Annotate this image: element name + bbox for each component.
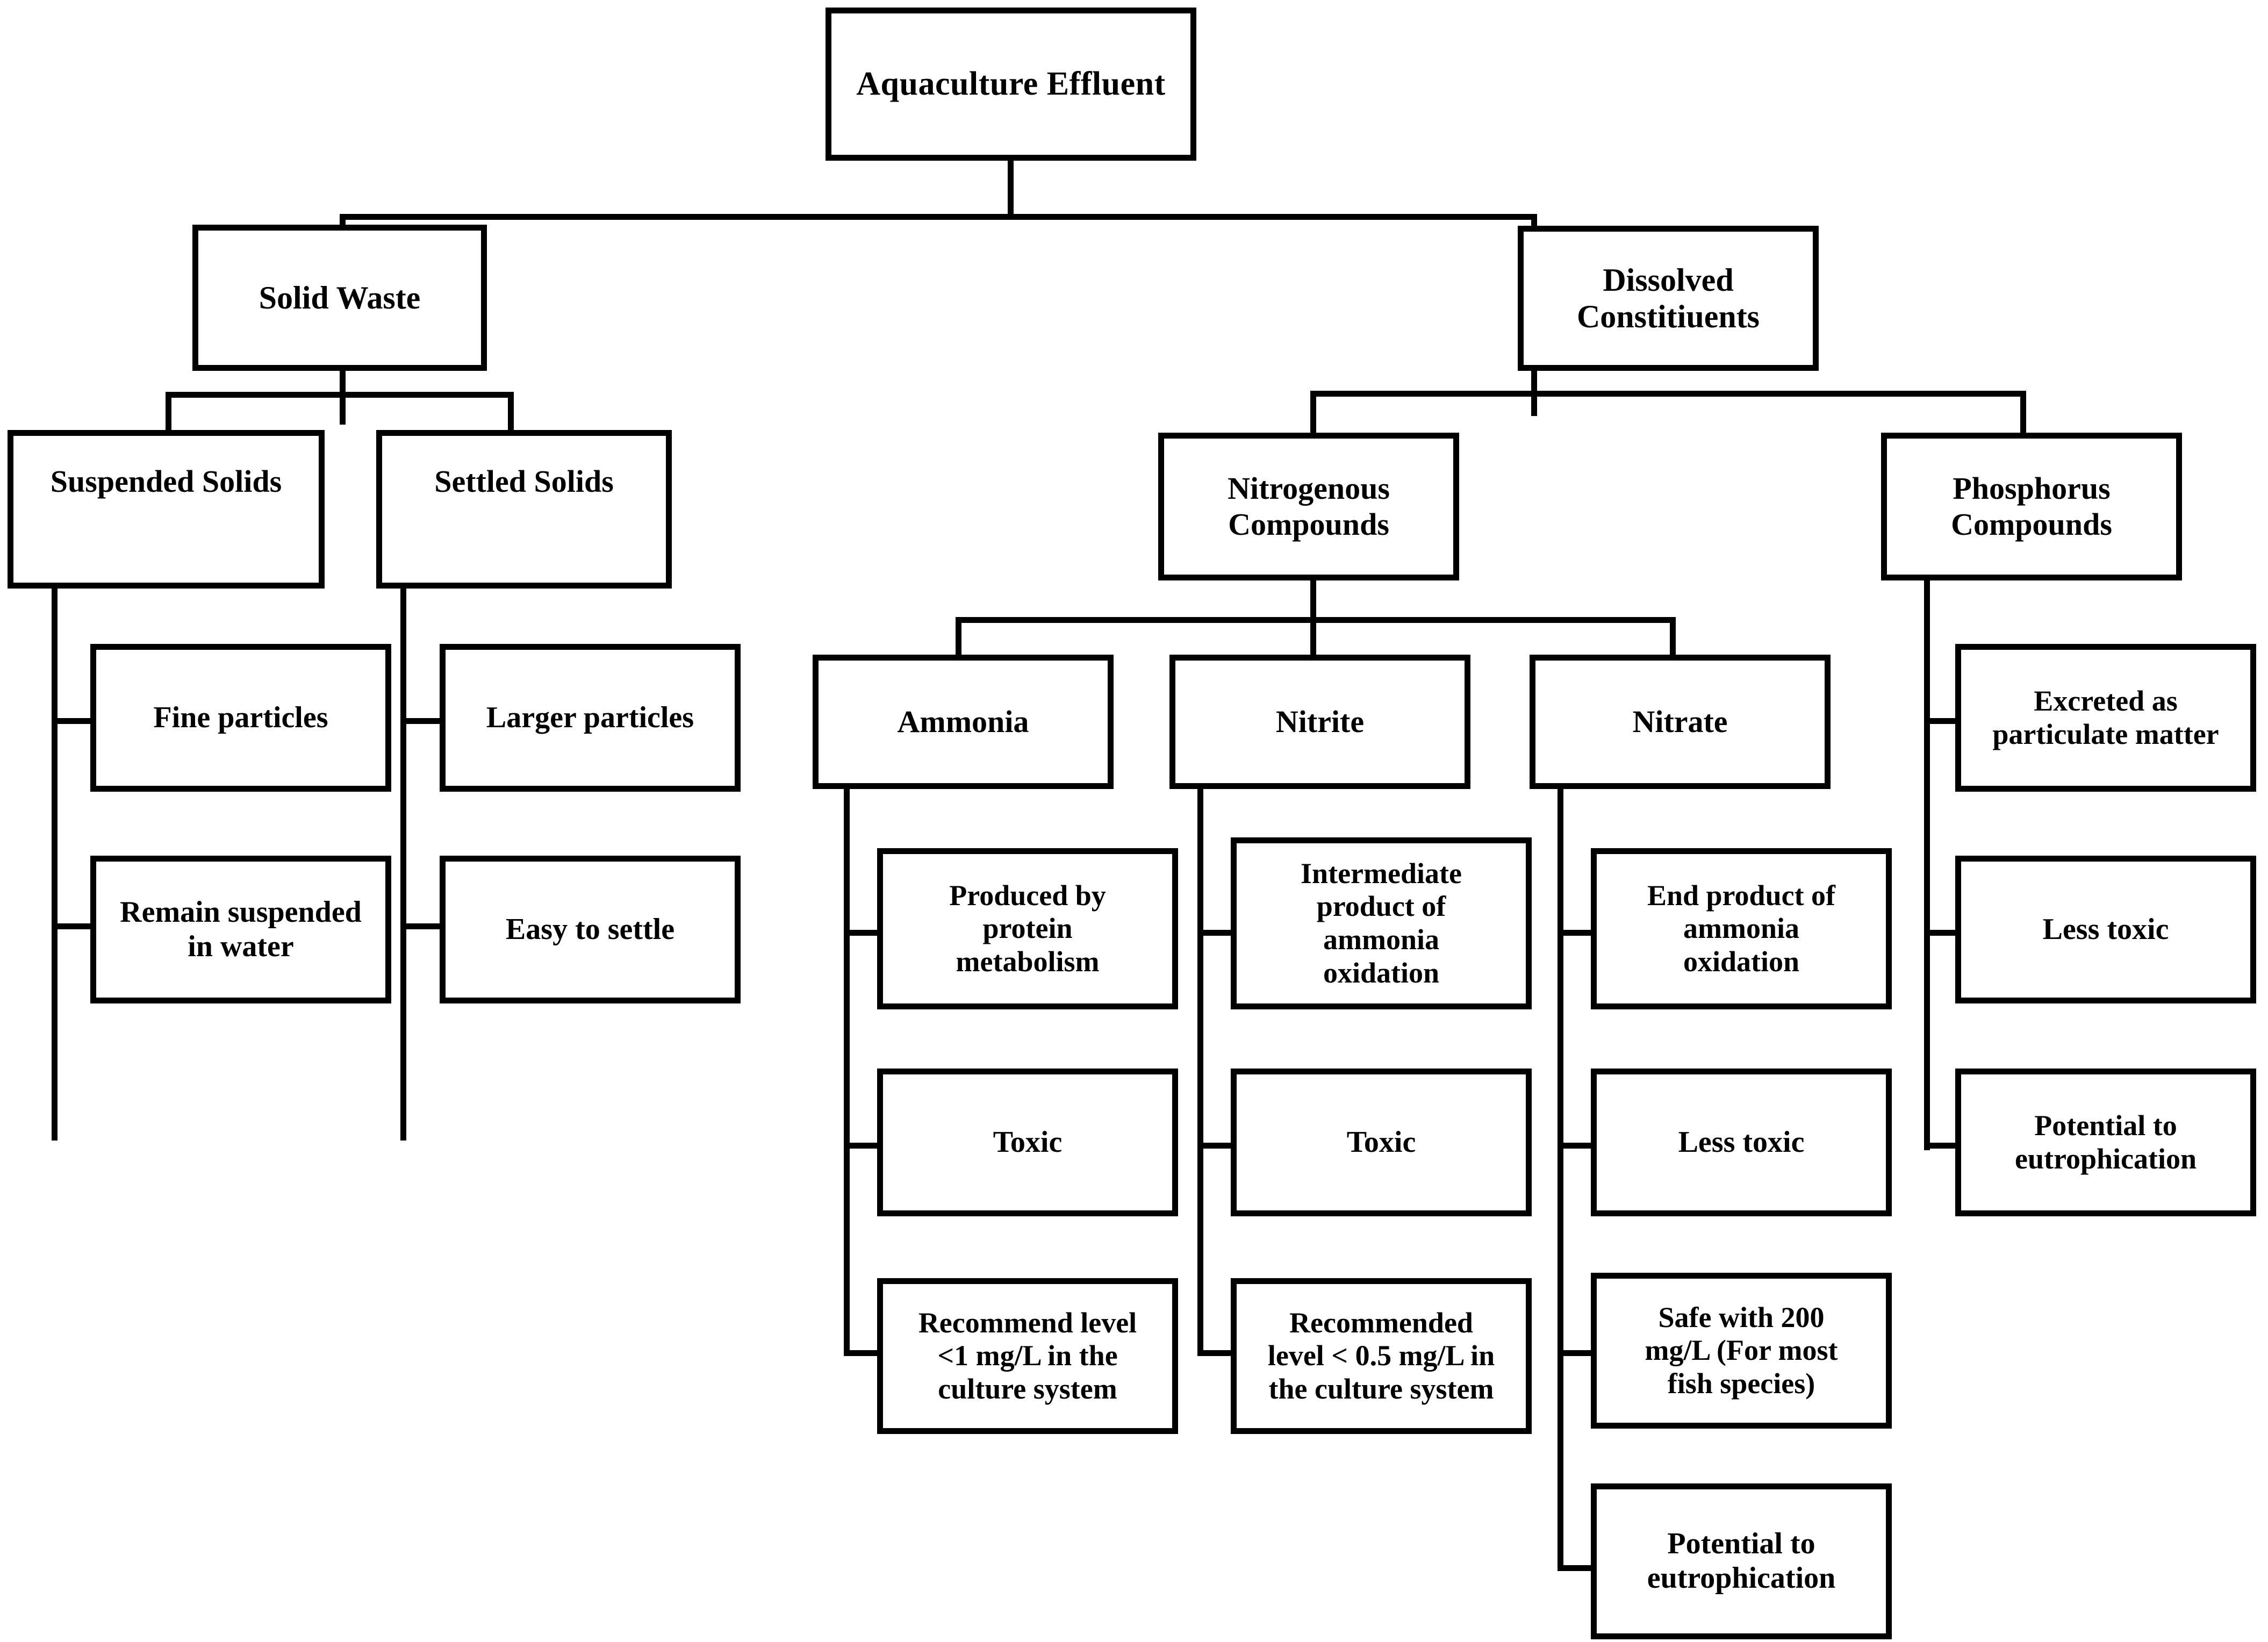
node-fine-particles[interactable]: Fine particles xyxy=(90,644,391,792)
node-larger-particles[interactable]: Larger particles xyxy=(440,644,741,792)
node-label: Potential to eutrophication xyxy=(1647,1527,1836,1595)
connector-solid-waste-to-settled xyxy=(508,392,514,432)
connector-nitrate-to-safe xyxy=(1558,1350,1595,1356)
connector-nitrite-to-recommended xyxy=(1197,1350,1235,1356)
node-label: Remain suspended in water xyxy=(120,895,362,963)
node-label: Toxic xyxy=(1346,1125,1416,1159)
connector-ammonia-to-recommend xyxy=(844,1350,881,1356)
connector-settled-spine xyxy=(400,587,406,1141)
connector-nitrogenous-to-nitrate xyxy=(1670,617,1676,655)
connector-root-stem xyxy=(1008,160,1014,218)
connector-suspended-to-remain xyxy=(52,923,95,929)
connector-dissolved-bus xyxy=(1310,391,2026,397)
connector-solid-waste-stem xyxy=(340,371,346,425)
node-label: Dissolved Constitiuents xyxy=(1576,262,1760,334)
connector-phosphorus-to-excreted xyxy=(1924,718,1962,724)
connector-settled-to-larger xyxy=(400,718,443,724)
connector-dissolved-to-nitrogenous xyxy=(1310,391,1316,434)
node-ammonia-recommend-level[interactable]: Recommend level <1 mg/L in the culture s… xyxy=(877,1278,1178,1434)
node-nitrate-less-toxic[interactable]: Less toxic xyxy=(1591,1069,1892,1216)
node-label: Excreted as particulate matter xyxy=(1992,684,2219,750)
node-end-product-of-ammonia-oxidation[interactable]: End product of ammonia oxidation xyxy=(1591,848,1892,1009)
connector-nitrogenous-stem xyxy=(1310,580,1316,634)
node-label: Fine particles xyxy=(153,700,328,734)
connector-nitrogenous-to-ammonia xyxy=(956,617,961,655)
connector-nitrite-spine xyxy=(1197,786,1203,1356)
node-aquaculture-effluent[interactable]: Aquaculture Effluent xyxy=(826,8,1196,161)
node-suspended-solids[interactable]: Suspended Solids xyxy=(8,430,325,589)
node-nitrate-potential-to-eutrophication[interactable]: Potential to eutrophication xyxy=(1591,1483,1892,1639)
node-label: Suspended Solids xyxy=(50,464,282,499)
connector-suspended-to-fine xyxy=(52,718,95,724)
connector-nitrate-spine xyxy=(1558,786,1563,1571)
node-dissolved-constituents[interactable]: Dissolved Constitiuents xyxy=(1518,226,1819,371)
connector-solid-waste-bus xyxy=(166,392,514,398)
node-label: Potential to eutrophication xyxy=(2014,1109,2197,1175)
node-remain-suspended-in-water[interactable]: Remain suspended in water xyxy=(90,856,391,1003)
connector-nitrate-to-potential xyxy=(1558,1565,1595,1571)
connector-ammonia-spine xyxy=(844,786,850,1356)
connector-root-bus xyxy=(340,214,1537,220)
node-label: Easy to settle xyxy=(505,912,675,946)
node-label: Ammonia xyxy=(897,704,1029,739)
node-label: Less toxic xyxy=(1678,1125,1805,1159)
node-nitrate[interactable]: Nitrate xyxy=(1530,655,1831,789)
connector-dissolved-to-phosphorus xyxy=(2020,391,2026,434)
node-label: Nitrogenous Compounds xyxy=(1228,471,1390,542)
node-label: Less toxic xyxy=(2042,912,2169,946)
node-label: Toxic xyxy=(993,1125,1063,1159)
node-label: Recommend level <1 mg/L in the culture s… xyxy=(918,1306,1137,1405)
node-nitrogenous-compounds[interactable]: Nitrogenous Compounds xyxy=(1158,433,1459,580)
node-nitrite-toxic[interactable]: Toxic xyxy=(1231,1069,1532,1216)
connector-nitrate-to-lesstoxic xyxy=(1558,1143,1595,1149)
node-label: Aquaculture Effluent xyxy=(856,66,1166,103)
node-label: Nitrite xyxy=(1275,704,1365,739)
connector-nitrite-to-intermediate xyxy=(1197,930,1235,936)
node-label: Solid Waste xyxy=(259,279,421,316)
node-nitrate-safe-with-200mgl[interactable]: Safe with 200 mg/L (For most fish specie… xyxy=(1591,1273,1892,1429)
node-settled-solids[interactable]: Settled Solids xyxy=(376,430,672,589)
connector-phosphorus-to-potential xyxy=(1924,1143,1962,1149)
node-label: Settled Solids xyxy=(434,464,614,499)
connector-nitrite-to-toxic xyxy=(1197,1143,1235,1149)
node-label: Larger particles xyxy=(486,700,694,734)
connector-phosphorus-spine xyxy=(1924,580,1930,1150)
connector-solid-waste-to-suspended xyxy=(166,392,171,432)
node-easy-to-settle[interactable]: Easy to settle xyxy=(440,856,741,1003)
node-produced-by-protein-metabolism[interactable]: Produced by protein metabolism xyxy=(877,848,1178,1009)
connector-ammonia-to-toxic xyxy=(844,1143,881,1149)
node-ammonia[interactable]: Ammonia xyxy=(813,655,1114,789)
node-label: End product of ammonia oxidation xyxy=(1647,879,1836,978)
node-phosphorus-potential-to-eutrophication[interactable]: Potential to eutrophication xyxy=(1955,1069,2256,1216)
node-label: Phosphorus Compounds xyxy=(1951,471,2112,542)
node-label: Nitrate xyxy=(1632,704,1728,739)
node-phosphorus-compounds[interactable]: Phosphorus Compounds xyxy=(1881,433,2182,580)
node-intermediate-product-of-ammonia-oxidation[interactable]: Intermediate product of ammonia oxidatio… xyxy=(1231,837,1532,1009)
connector-nitrate-to-endproduct xyxy=(1558,930,1595,936)
node-label: Intermediate product of ammonia oxidatio… xyxy=(1301,857,1462,989)
node-ammonia-toxic[interactable]: Toxic xyxy=(877,1069,1178,1216)
node-nitrite-recommended-level[interactable]: Recommended level < 0.5 mg/L in the cult… xyxy=(1231,1278,1532,1434)
node-label: Produced by protein metabolism xyxy=(949,879,1106,978)
node-excreted-as-particulate-matter[interactable]: Excreted as particulate matter xyxy=(1955,644,2256,792)
node-label: Recommended level < 0.5 mg/L in the cult… xyxy=(1267,1306,1495,1405)
connector-suspended-spine xyxy=(52,587,58,1141)
node-solid-waste[interactable]: Solid Waste xyxy=(192,225,487,371)
connector-phosphorus-to-lesstoxic xyxy=(1924,930,1962,936)
connector-settled-to-easy xyxy=(400,923,443,929)
node-label: Safe with 200 mg/L (For most fish specie… xyxy=(1645,1301,1838,1400)
node-phosphorus-less-toxic[interactable]: Less toxic xyxy=(1955,856,2256,1003)
connector-ammonia-to-produced xyxy=(844,930,881,936)
connector-nitrogenous-to-nitrite xyxy=(1310,617,1316,655)
node-nitrite[interactable]: Nitrite xyxy=(1169,655,1470,789)
